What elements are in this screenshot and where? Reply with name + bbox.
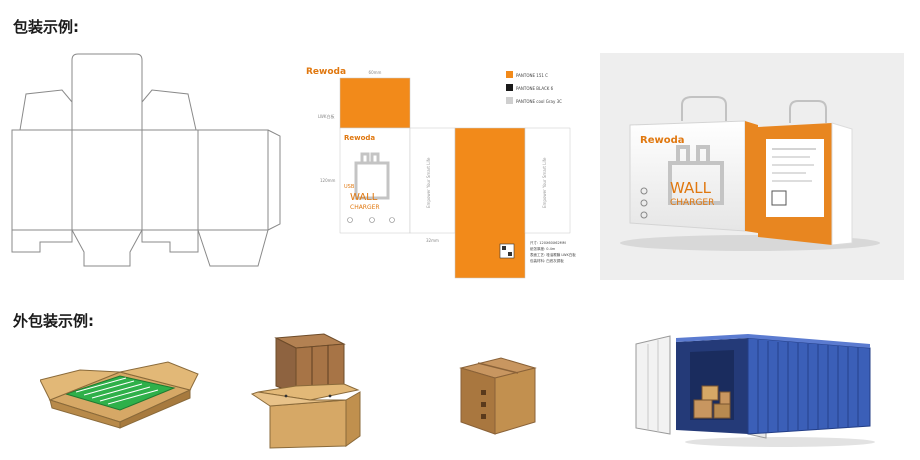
swatch-black [506,84,513,91]
stacked-carton-image [250,330,365,452]
artwork-charger-text: CHARGER [350,204,380,211]
artwork-brand-logo: Rewoda [306,67,346,77]
outer-packaging-examples-heading: 外包装示例: [13,312,94,330]
swatch-orange [506,71,513,78]
artwork-spec-2: 表面工艺: 哑油覆膜 LWK白板 [530,252,576,257]
artwork-side-slogan-1: Empower Your Smart Life [426,157,431,208]
artwork-spec-1: 纸张厚度: 0.4m [530,246,556,251]
retail-box-mockup-image: Rewoda WALL CHARGER [600,53,904,280]
box-dieline-image [10,52,288,274]
swatch-label-2: PANTONE cool Gray 3C [516,99,562,104]
artwork-dim-height: 120mm [320,178,336,183]
mockup-brand: Rewoda [640,135,685,146]
artwork-spec-0: 尺寸: 120X60X62MM [530,240,566,245]
swatch-label-1: PANTONE BLACK 6 [516,86,554,91]
artwork-front-brand: Rewoda [344,134,375,142]
closed-carton-image [455,350,540,438]
mockup-charger-text: CHARGER [670,198,714,208]
artwork-dim-depth: LWK白板 [318,113,334,119]
open-carton-image [40,350,200,430]
artwork-usb-text: USB [344,184,355,190]
packaging-examples-heading: 包装示例: [13,18,79,36]
artwork-wall-text: WALL [350,192,378,203]
artwork-dim-flap: 32mm [426,238,439,243]
artwork-spec-3: 包装材料: 白底灰铜板 [530,258,564,263]
swatch-gray [506,97,513,104]
shipping-container-image [630,330,875,450]
flat-print-artwork-image: Rewoda 60mm LWK白板 Rewoda USB WALL CHARGE… [300,58,580,280]
artwork-dim-width: 60mm [369,70,382,75]
mockup-wall-text: WALL [670,179,712,197]
artwork-side-slogan-2: Empower Your Smart Life [542,157,547,208]
swatch-label-0: PANTONE 151 C [516,73,548,78]
